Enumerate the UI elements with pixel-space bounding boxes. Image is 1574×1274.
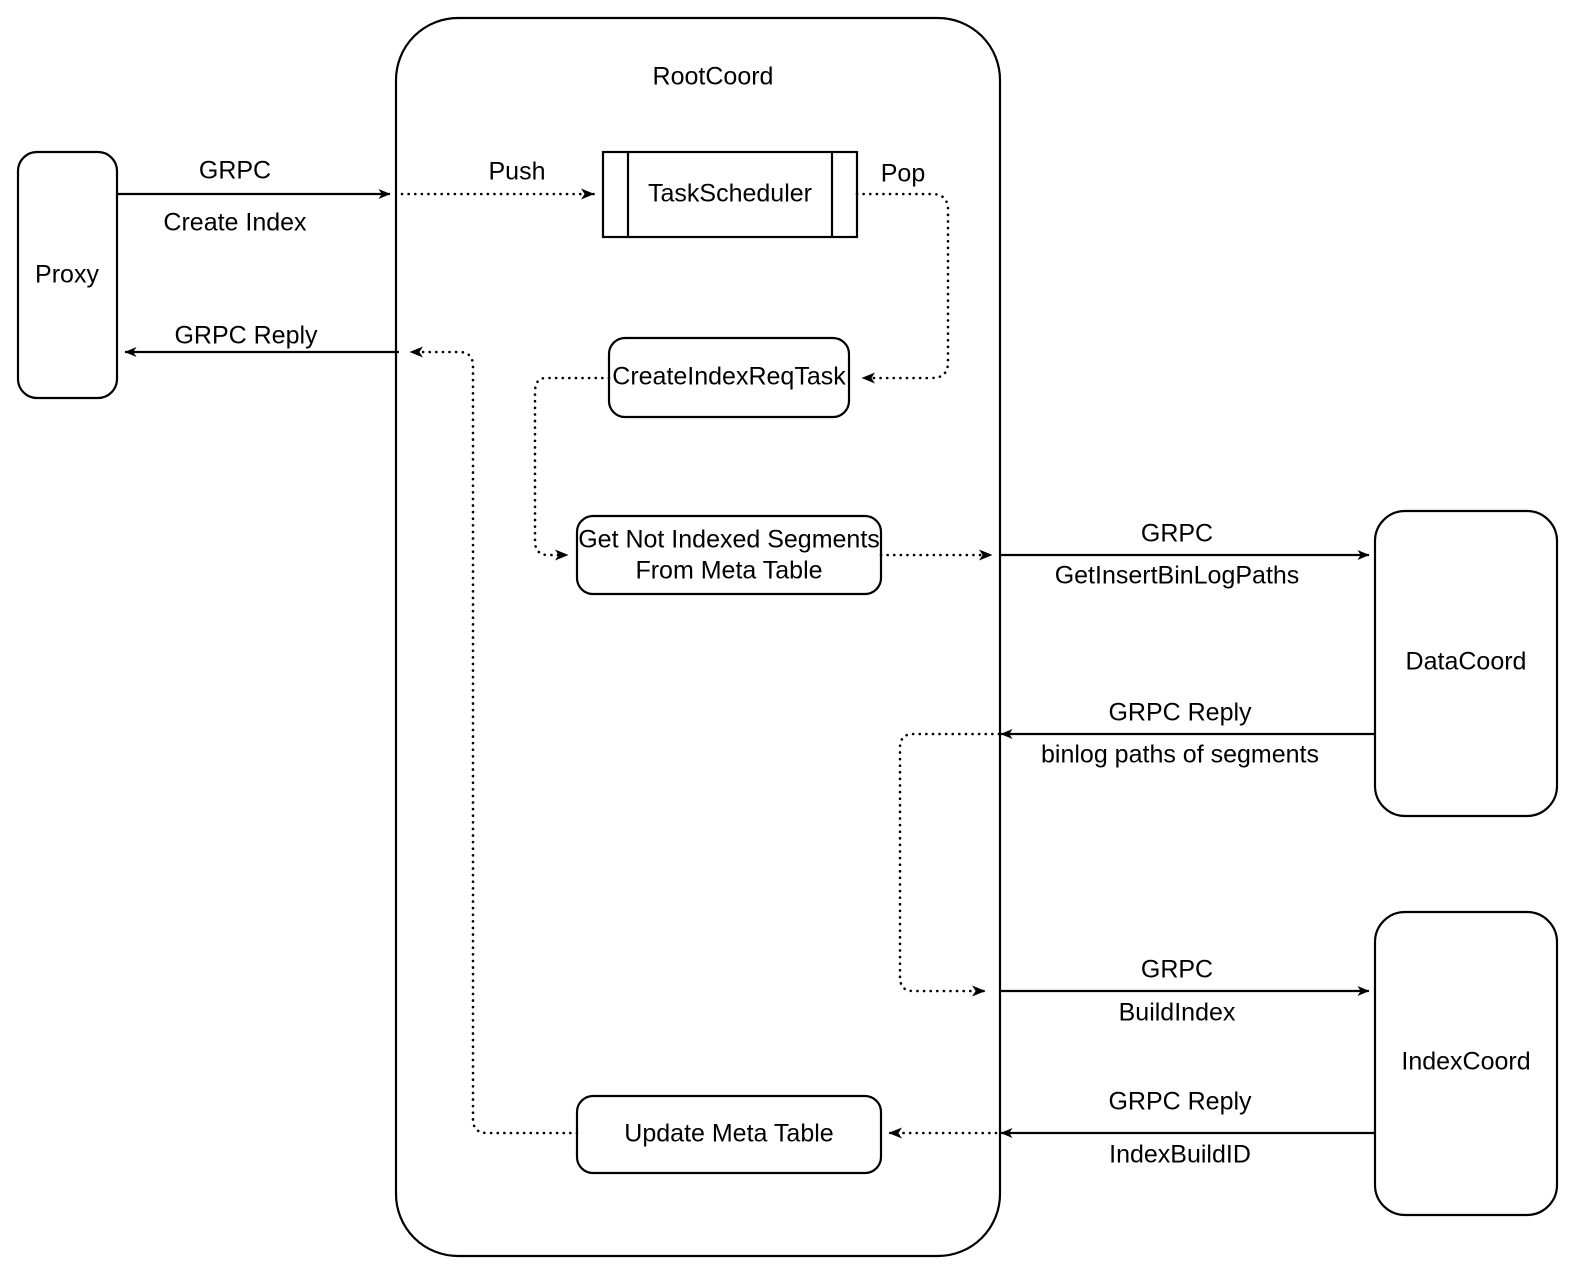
node-createindexreqtask-label: CreateIndexReqTask bbox=[612, 363, 846, 391]
edge-push-label: Push bbox=[489, 158, 546, 186]
edge-pop-from-taskscheduler: Pop bbox=[855, 160, 950, 384]
edge-push-to-taskscheduler: Push bbox=[400, 158, 596, 200]
node-indexcoord-label: IndexCoord bbox=[1401, 1048, 1530, 1076]
edge-proxy-to-rootcoord-label-line2: Create Index bbox=[163, 209, 307, 237]
node-get-not-indexed-segments-label-line1: Get Not Indexed Segments bbox=[578, 526, 880, 554]
node-datacoord-label: DataCoord bbox=[1406, 648, 1527, 676]
edge-rootcoord-to-datacoord-label-line1: GRPC bbox=[1141, 520, 1213, 548]
node-datacoord[interactable]: DataCoord bbox=[1373, 509, 1559, 818]
node-createindexreqtask[interactable]: CreateIndexReqTask bbox=[607, 336, 851, 419]
edge-rootcoord-to-indexcoord-label-line1: GRPC bbox=[1141, 956, 1213, 984]
edge-proxy-to-rootcoord: GRPC Create Index bbox=[117, 157, 391, 237]
node-update-meta-table[interactable]: Update Meta Table bbox=[575, 1094, 883, 1175]
node-update-meta-table-label: Update Meta Table bbox=[624, 1120, 833, 1148]
edge-pop-label: Pop bbox=[881, 160, 925, 188]
edge-rootcoord-to-indexcoord-label-line2: BuildIndex bbox=[1119, 999, 1236, 1027]
edge-rootcoord-to-indexcoord: GRPC BuildIndex bbox=[999, 956, 1370, 1027]
node-proxy-label: Proxy bbox=[35, 261, 99, 289]
edge-indexcoord-reply-label-line1: GRPC Reply bbox=[1108, 1088, 1252, 1116]
edge-indexcoord-reply: GRPC Reply IndexBuildID bbox=[1000, 1088, 1375, 1169]
edge-updatemetatable-to-grpc-reply bbox=[408, 346, 579, 1135]
edge-binlog-to-buildindex bbox=[898, 732, 1001, 997]
edge-rootcoord-to-proxy-label: GRPC Reply bbox=[174, 322, 318, 350]
edge-rootcoord-to-datacoord-label-line2: GetInsertBinLogPaths bbox=[1055, 562, 1300, 590]
node-taskscheduler-label: TaskScheduler bbox=[648, 180, 812, 208]
edge-datacoord-reply: GRPC Reply binlog paths of segments bbox=[1000, 699, 1375, 769]
node-get-not-indexed-segments[interactable]: Get Not Indexed Segments From Meta Table bbox=[575, 514, 883, 596]
edge-rootcoord-to-datacoord: GRPC GetInsertBinLogPaths bbox=[999, 520, 1370, 590]
edge-rootcoord-to-proxy: GRPC Reply bbox=[124, 322, 399, 357]
edge-indexcoord-reply-label-line2: IndexBuildID bbox=[1109, 1141, 1251, 1169]
edge-proxy-to-rootcoord-label-line1: GRPC bbox=[199, 157, 271, 185]
edge-datacoord-reply-label-line2: binlog paths of segments bbox=[1041, 741, 1319, 769]
node-taskscheduler[interactable]: TaskScheduler bbox=[601, 150, 859, 239]
node-indexcoord[interactable]: IndexCoord bbox=[1373, 910, 1559, 1217]
node-get-not-indexed-segments-label-line2: From Meta Table bbox=[635, 557, 822, 585]
edge-datacoord-reply-label-line1: GRPC Reply bbox=[1108, 699, 1252, 727]
node-proxy[interactable]: Proxy bbox=[16, 150, 119, 400]
container-rootcoord-label: RootCoord bbox=[653, 63, 774, 91]
edge-task-to-getsegments bbox=[533, 376, 611, 561]
container-rootcoord: RootCoord bbox=[394, 16, 1002, 1258]
